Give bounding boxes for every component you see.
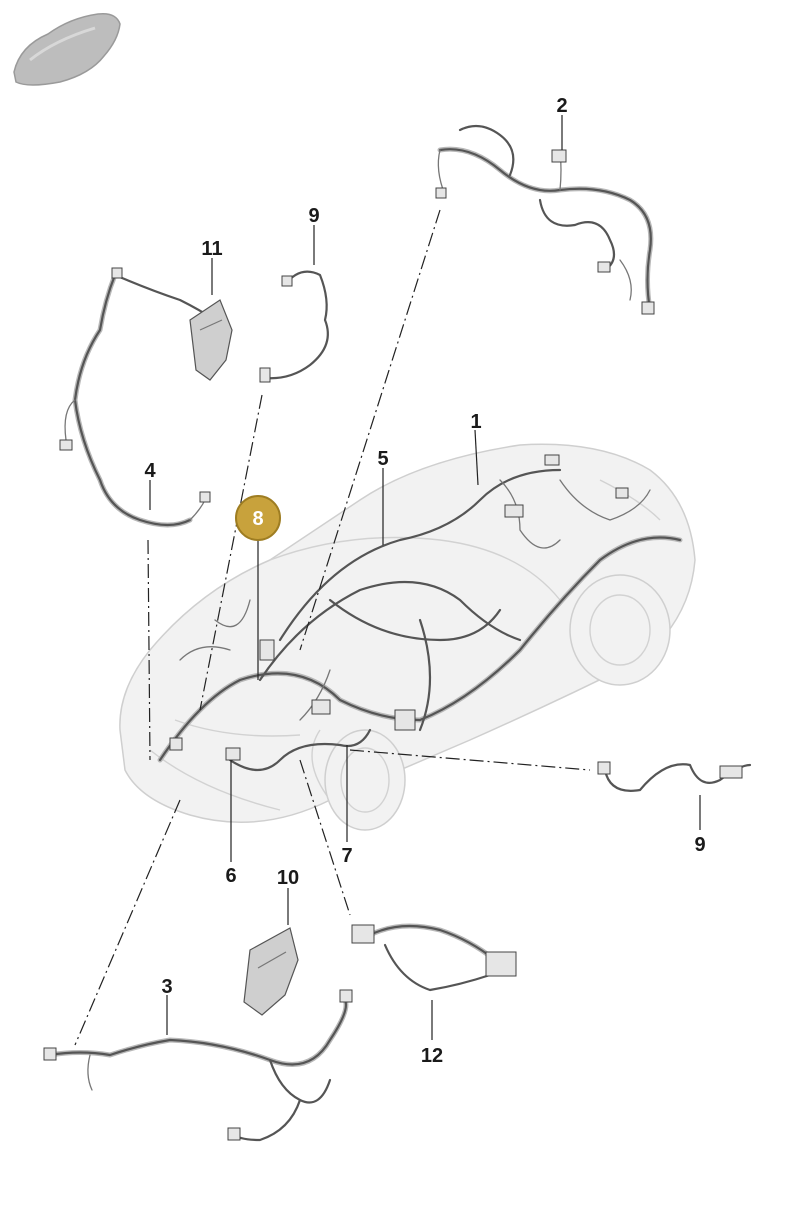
callout-10[interactable]: 10 — [277, 867, 299, 889]
callout-labels: 1 2 3 4 5 6 7 8 9 9 10 11 12 — [144, 95, 705, 1067]
callout-8-highlight[interactable] — [235, 495, 281, 541]
harness-9-upper — [259, 270, 329, 383]
harness-3 — [43, 989, 353, 1142]
harness-4 — [59, 267, 217, 528]
callout-9-right[interactable]: 9 — [694, 834, 705, 856]
callout-1[interactable]: 1 — [470, 411, 481, 433]
callout-6[interactable]: 6 — [225, 865, 236, 887]
callout-11[interactable]: 11 — [201, 238, 222, 260]
callout-7[interactable]: 7 — [341, 845, 352, 867]
part-10-bracket — [243, 927, 299, 1016]
car-body-ghost — [119, 443, 696, 831]
part-11-bracket — [189, 299, 233, 381]
callout-12[interactable]: 12 — [421, 1045, 443, 1067]
callout-5[interactable]: 5 — [377, 448, 388, 470]
leader-lines — [149, 115, 701, 1040]
callout-4[interactable]: 4 — [144, 460, 156, 482]
harness-12 — [351, 923, 517, 992]
callout-9-upper[interactable]: 9 — [308, 205, 319, 227]
reference-lines — [74, 209, 591, 1046]
harness-2 — [435, 124, 655, 315]
callout-2[interactable]: 2 — [556, 95, 567, 117]
harness-9-right — [597, 761, 752, 792]
callout-8[interactable]: 8 — [252, 508, 263, 530]
car-thumbnail-icon — [13, 12, 121, 86]
callout-3[interactable]: 3 — [161, 976, 172, 998]
main-harness-on-car — [157, 454, 683, 772]
